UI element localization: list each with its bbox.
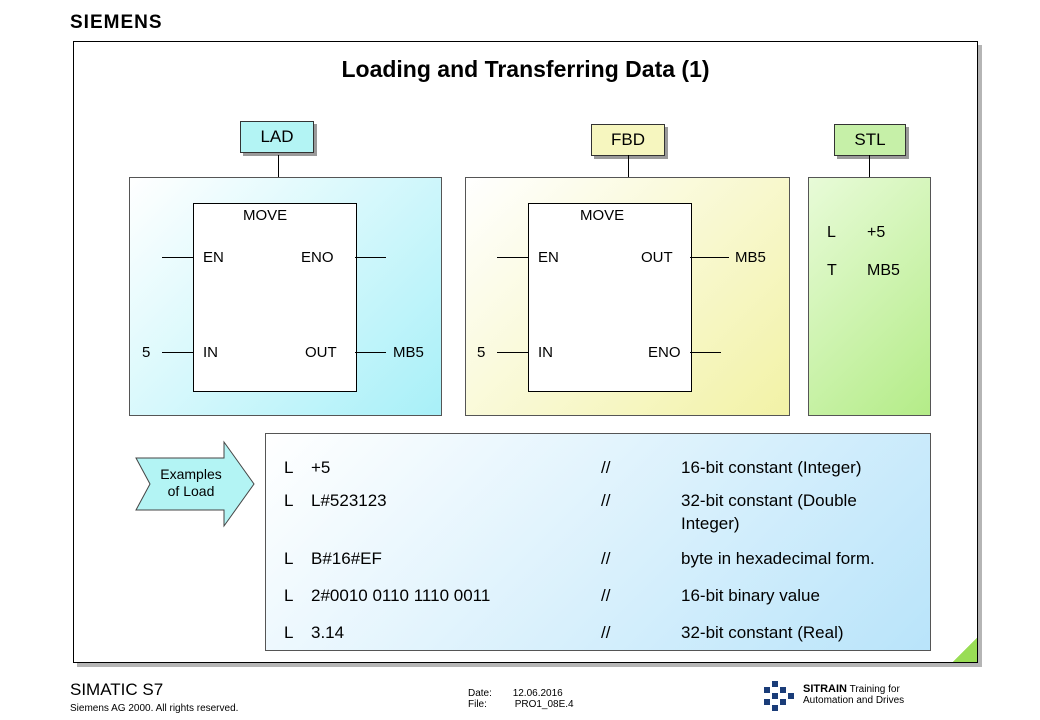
sitrain-logo-icon bbox=[764, 681, 794, 711]
slide-title: Loading and Transferring Data (1) bbox=[341, 56, 710, 82]
load-row-5-arg: 3.14 bbox=[311, 623, 345, 642]
stl-panel: L +5 T MB5 bbox=[808, 177, 931, 416]
load-row-3-arg: B#16#EF bbox=[311, 549, 382, 568]
fbd-out-value: MB5 bbox=[735, 249, 766, 266]
load-row-2-arg: L#523123 bbox=[311, 491, 387, 510]
sitrain-sub2: Automation and Drives bbox=[803, 695, 905, 706]
lad-move-box bbox=[193, 203, 357, 392]
footer-product: SIMATIC S7 bbox=[70, 680, 164, 699]
stl-line-2-op: T bbox=[827, 262, 837, 279]
stl-line-1-op: L bbox=[827, 224, 836, 241]
examples-arrow-line2: of Load bbox=[167, 483, 215, 499]
lad-en-label: EN bbox=[203, 249, 224, 266]
lad-eno-wire bbox=[355, 257, 386, 258]
siemens-logo: SIEMENS bbox=[70, 12, 163, 33]
fbd-en-label: EN bbox=[538, 249, 559, 266]
lad-panel: MOVE EN ENO 5 IN OUT MB5 bbox=[129, 177, 442, 416]
load-row-1-comment: 16-bit constant (Integer) bbox=[681, 458, 862, 477]
page-corner-fold bbox=[953, 638, 977, 662]
tag-fbd: FBD bbox=[591, 124, 665, 156]
lad-out-value: MB5 bbox=[393, 344, 424, 361]
lad-out-label: OUT bbox=[305, 344, 337, 361]
examples-arrow-line1: Examples bbox=[160, 466, 222, 482]
load-row-1-sep: // bbox=[601, 458, 611, 477]
load-row-3-sep: // bbox=[601, 549, 611, 568]
stl-line-2-arg: MB5 bbox=[867, 262, 900, 279]
fbd-panel: MOVE EN OUT MB5 5 IN ENO bbox=[465, 177, 790, 416]
fbd-eno-wire bbox=[690, 352, 721, 353]
load-row-5-sep: // bbox=[601, 623, 611, 642]
lad-block-name: MOVE bbox=[243, 207, 288, 224]
fbd-block-name: MOVE bbox=[580, 207, 625, 224]
tag-lad: LAD bbox=[240, 121, 314, 153]
slide-frame: Loading and Transferring Data (1) LAD FB… bbox=[73, 41, 978, 663]
fbd-out-label: OUT bbox=[641, 249, 673, 266]
fbd-in-label: IN bbox=[538, 344, 553, 361]
footer-file-value: PRO1_08E.4 bbox=[514, 699, 574, 710]
tag-lad-connector bbox=[278, 155, 279, 177]
footer-file: File: PRO1_08E.4 bbox=[468, 699, 574, 710]
tag-stl-connector bbox=[869, 155, 870, 177]
load-row-2-op: L bbox=[284, 491, 294, 510]
footer-file-label: File: bbox=[468, 699, 487, 710]
load-examples-panel: L +5 // 16-bit constant (Integer) L L#52… bbox=[265, 433, 931, 651]
fbd-eno-label: ENO bbox=[648, 344, 681, 361]
lad-in-value: 5 bbox=[142, 344, 151, 361]
lad-out-wire bbox=[355, 352, 386, 353]
lad-in-label: IN bbox=[203, 344, 218, 361]
load-row-4-comment: 16-bit binary value bbox=[681, 586, 820, 605]
footer-sitrain: SITRAIN Training for Automation and Driv… bbox=[803, 683, 905, 707]
load-row-5-op: L bbox=[284, 623, 294, 642]
lad-eno-label: ENO bbox=[301, 249, 334, 266]
tag-fbd-connector bbox=[628, 155, 629, 177]
load-row-2-comment: 32-bit constant (Double bbox=[681, 491, 857, 510]
fbd-move-box bbox=[528, 203, 692, 392]
load-row-3-comment: byte in hexadecimal form. bbox=[681, 549, 875, 568]
load-row-5-comment: 32-bit constant (Real) bbox=[681, 623, 844, 642]
sitrain-sub1: Training for bbox=[849, 684, 900, 695]
load-row-1-op: L bbox=[284, 458, 294, 477]
footer-date-label: Date: bbox=[468, 688, 492, 699]
load-row-2-comment-cont: Integer) bbox=[681, 514, 740, 533]
load-row-3-op: L bbox=[284, 549, 294, 568]
fbd-in-value: 5 bbox=[477, 344, 486, 361]
load-row-2-sep: // bbox=[601, 491, 611, 510]
load-row-1-arg: +5 bbox=[311, 458, 331, 477]
lad-in-wire bbox=[162, 352, 193, 353]
lad-en-wire bbox=[162, 257, 193, 258]
footer-date-value: 12.06.2016 bbox=[512, 688, 563, 699]
fbd-out-wire bbox=[690, 257, 729, 258]
load-row-4-arg: 2#0010 0110 1110 0011 bbox=[311, 586, 491, 605]
fbd-in-wire bbox=[497, 352, 528, 353]
load-row-4-sep: // bbox=[601, 586, 611, 605]
examples-arrow-label: Examples of Load bbox=[136, 466, 246, 500]
examples-arrow bbox=[135, 440, 255, 528]
footer-copyright: Siemens AG 2000. All rights reserved. bbox=[70, 703, 239, 714]
sitrain-name: SITRAIN bbox=[803, 683, 847, 695]
footer-date: Date: 12.06.2016 bbox=[468, 688, 563, 699]
tag-stl: STL bbox=[834, 124, 906, 156]
load-row-4-op: L bbox=[284, 586, 294, 605]
fbd-en-wire bbox=[497, 257, 528, 258]
stl-line-1-arg: +5 bbox=[867, 224, 886, 241]
